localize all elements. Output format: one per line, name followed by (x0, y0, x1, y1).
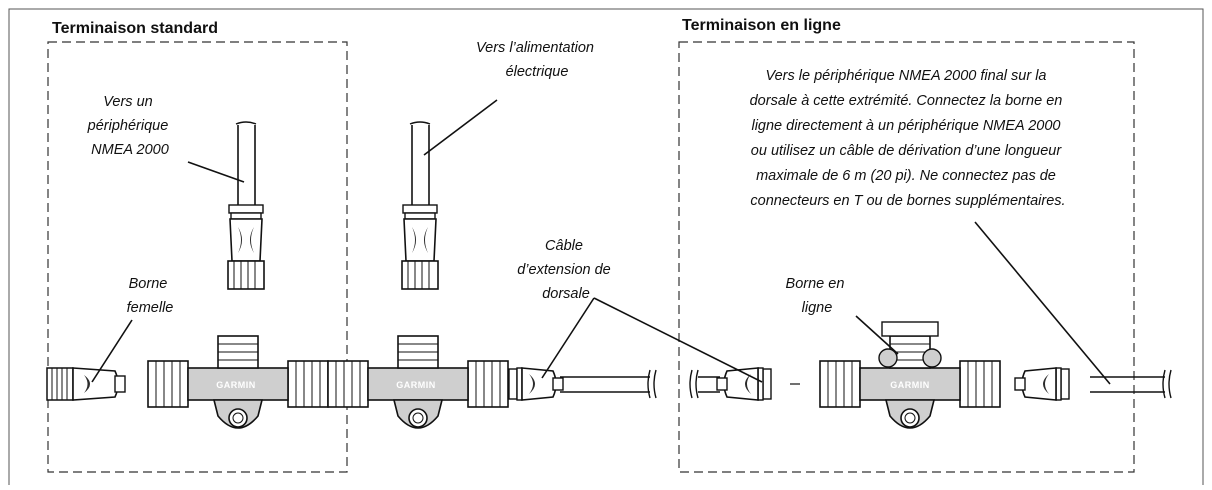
t-connector-inline: GARMIN (819, 321, 1001, 429)
t-connector-power-brand: GARMIN (396, 380, 436, 390)
backbone-cable-left (560, 369, 657, 399)
final-device-label: Vers le périphérique NMEA 2000 final sur… (750, 68, 1067, 209)
t-connector-standard: GARMIN (147, 335, 329, 429)
power-label: Vers l’alimentation électrique (476, 40, 598, 80)
device-drop-connector (227, 204, 265, 290)
t-connector-standard-brand: GARMIN (216, 380, 256, 390)
female-terminator-label: Borne femelle (127, 276, 174, 316)
power-drop-connector (401, 204, 439, 290)
standard-termination-title: Terminaison standard (52, 20, 218, 37)
nmea-device-label: Vers un périphérique NMEA 2000 (87, 94, 173, 158)
backbone-extension-connector-left (508, 367, 564, 401)
t-connector-power: GARMIN (327, 335, 509, 429)
backbone-extension-label: Câble d’extension de dorsale (517, 238, 615, 302)
backbone-cable-right (689, 369, 720, 399)
drop-cable-device (235, 121, 257, 205)
inline-terminator-label: Borne en ligne (786, 276, 849, 316)
nmea-device-leader (187, 161, 245, 183)
female-terminator (46, 367, 126, 401)
inline-terminator-leader (855, 315, 899, 355)
final-device-leader (974, 221, 1111, 385)
female-terminator-leader (91, 319, 133, 383)
inline-termination-title: Terminaison en ligne (682, 17, 841, 34)
t-connector-inline-brand: GARMIN (890, 380, 930, 390)
power-leader (423, 99, 498, 156)
backbone-extension-leader-right (593, 297, 763, 383)
backbone-extension-leader-left (541, 297, 595, 379)
leader-lines (91, 99, 1111, 385)
drop-cable-connector-final (1014, 367, 1070, 401)
inline-termination-box (678, 41, 1135, 473)
drop-cable-power (409, 121, 431, 205)
drop-cable-final (1090, 369, 1172, 399)
outer-frame (8, 8, 1204, 485)
